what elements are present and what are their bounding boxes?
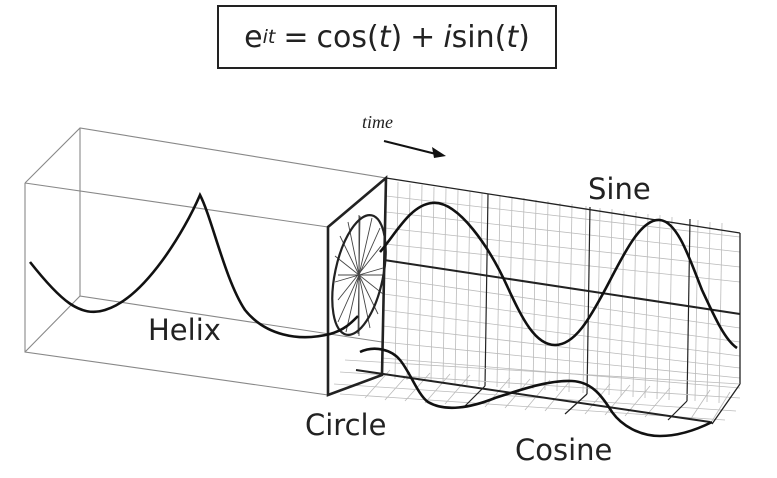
formula-var2: t	[506, 19, 519, 55]
sine-plane-frame	[381, 177, 741, 384]
formula-base: e	[244, 19, 263, 55]
time-label: time	[362, 112, 393, 132]
helix-curve	[28, 191, 359, 339]
sine-label: Sine	[588, 172, 651, 206]
formula-sin: sin(	[451, 19, 507, 55]
circle-plane	[326, 175, 388, 397]
cosine-axis	[355, 369, 711, 423]
formula-var1: t	[378, 19, 391, 55]
helix-box	[24, 127, 387, 396]
formula-close2: )	[518, 19, 530, 55]
unit-circle	[331, 214, 387, 336]
formula-cos: cos(	[316, 19, 379, 55]
time-arrow	[383, 140, 446, 158]
sine-plane-grid	[381, 181, 741, 404]
cosine-curve	[359, 347, 713, 438]
circle-label: Circle	[305, 408, 387, 442]
sine-plane-major-lines	[484, 193, 691, 402]
formula-equals: =	[283, 19, 309, 55]
sine-curve	[379, 201, 738, 350]
helix-label: Helix	[148, 313, 221, 347]
formula-plus: +	[410, 19, 436, 55]
formula-imag: i	[443, 19, 452, 55]
sine-axis	[383, 259, 741, 315]
cosine-label: Cosine	[515, 433, 613, 467]
formula-close1: )	[390, 19, 403, 55]
circle-spokes	[334, 215, 384, 336]
